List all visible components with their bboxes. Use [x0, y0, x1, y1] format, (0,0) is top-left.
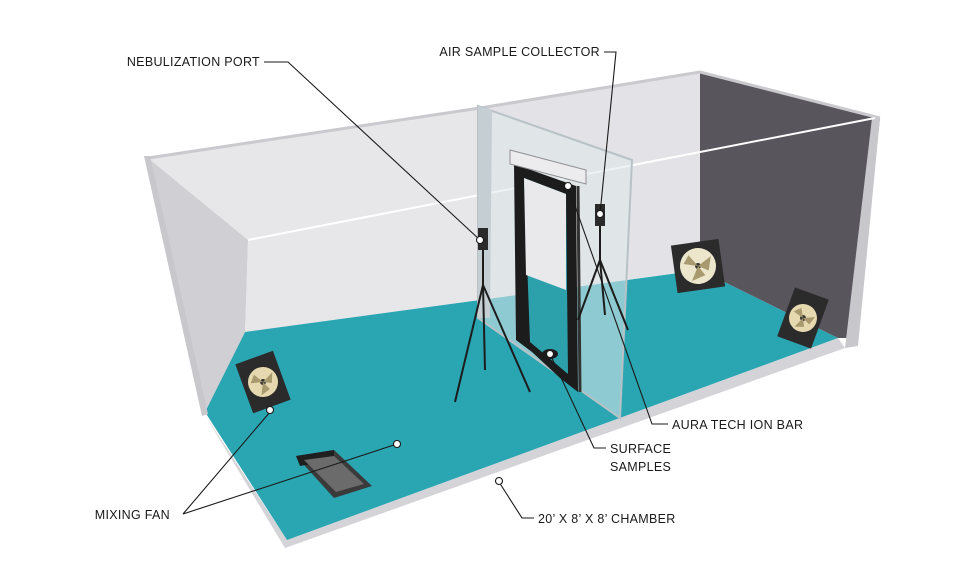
callout-labels: NEBULIZATION PORT AIR SAMPLE COLLECTOR A…: [95, 45, 803, 526]
anchor-chamber: [494, 476, 504, 486]
label-aura-tech-ion-bar: AURA TECH ION BAR: [672, 418, 803, 432]
doorway-frame: [509, 149, 587, 393]
fan-back-left-wall: [235, 350, 291, 414]
fan-floor: [296, 450, 372, 498]
right-end-wall-edge: [845, 118, 880, 348]
anchor-air-sample-collector: [595, 209, 605, 219]
glass-panel-left: [478, 106, 492, 318]
ion-bar: [509, 149, 587, 185]
leader-mixing-fan-b: [182, 443, 398, 515]
label-surface-samples-line2: SAMPLES: [610, 460, 671, 474]
leader-nebulization-port: [264, 61, 481, 241]
wall-top-rim: [147, 70, 881, 160]
label-surface-samples-line1: SURFACE: [610, 442, 671, 456]
leader-surface-samples: [549, 353, 606, 449]
door-frame-back-wall: [524, 178, 566, 290]
leader-aura-tech-ion-bar: [567, 185, 668, 425]
label-nebulization-port: NEBULIZATION PORT: [127, 55, 260, 69]
chamber-floor: [205, 270, 838, 540]
label-chamber: 20’ X 8’ X 8’ CHAMBER: [538, 512, 676, 526]
leader-lines: [182, 51, 668, 519]
back-wall-left: [148, 108, 480, 332]
anchor-mixing-fan-wall: [265, 405, 275, 415]
anchor-mixing-fan-floor: [392, 439, 402, 449]
right-end-wall: [700, 72, 880, 338]
anchor-dots: [265, 181, 605, 486]
label-air-sample-collector: AIR SAMPLE COLLECTOR: [439, 45, 600, 59]
anchor-surface-samples: [545, 349, 555, 359]
fan-back-wall: [670, 238, 726, 294]
floor-slab-edge: [205, 338, 845, 548]
leader-mixing-fan-a: [182, 411, 271, 515]
left-wall-inner: [148, 158, 248, 414]
anchor-aura-tech-ion-bar: [563, 181, 573, 191]
anchor-nebulization-port: [475, 235, 485, 245]
left-wall-edge: [144, 156, 208, 416]
ion-bar-upright: [576, 185, 582, 393]
label-mixing-fan: MIXING FAN: [95, 508, 170, 522]
fan-right-end-wall: [777, 287, 829, 349]
leader-chamber: [498, 481, 534, 519]
leader-air-sample-collector: [599, 51, 617, 215]
